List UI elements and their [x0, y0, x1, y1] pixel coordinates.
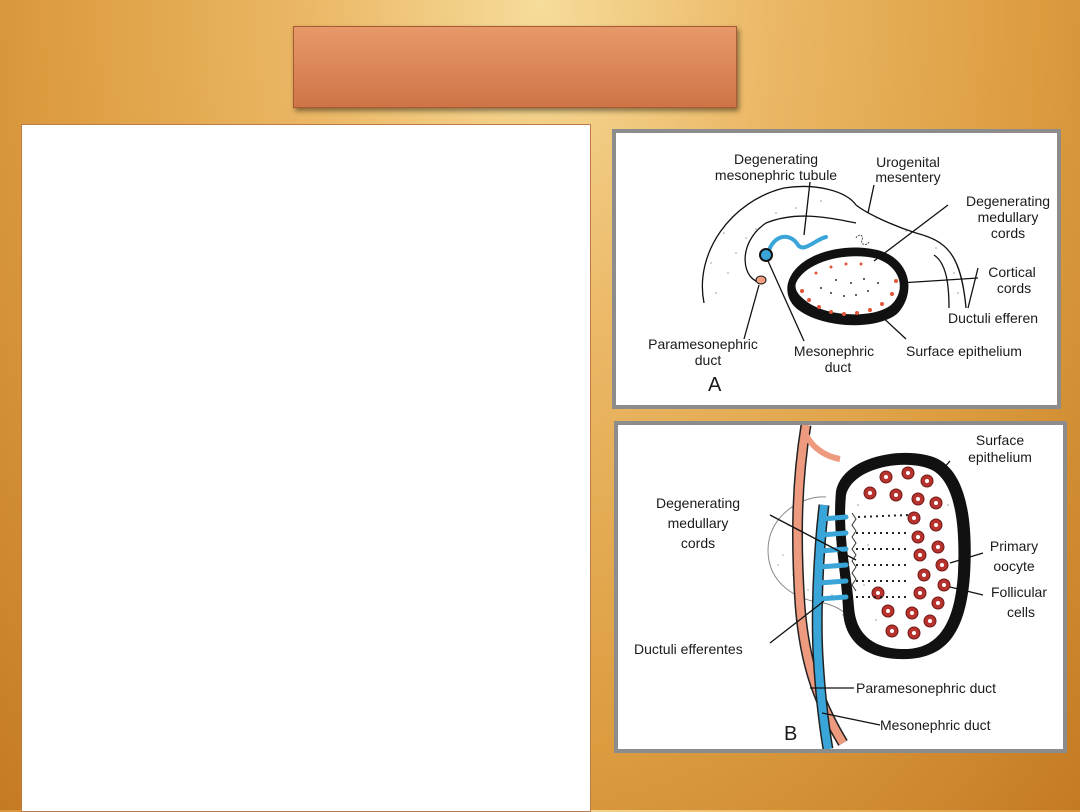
degenerating-mesonephric-tubule — [766, 234, 828, 255]
figure-a-male-gonad: Degenerating mesonephric tubule Urogenit… — [612, 129, 1061, 409]
label-medullary-b-3: cords — [681, 535, 715, 551]
leader-follicular — [949, 586, 984, 596]
label-ductuli-efferen: Ductuli efferen — [948, 310, 1038, 326]
label-medullary-b-2: medullary — [668, 515, 729, 531]
label-follicular-1: Follicular — [991, 584, 1047, 600]
label-paramesonephric-2: duct — [695, 352, 722, 368]
label-degen-medullary-1: Degenerating — [966, 193, 1050, 209]
cortical-cords — [800, 262, 898, 316]
figure-b-diagram: Surface epithelium Degenerating medullar… — [634, 425, 1047, 749]
figure-b-female-gonad: Surface epithelium Degenerating medullar… — [614, 421, 1067, 753]
leader-mesentery — [867, 184, 875, 214]
degenerating-cord-squiggle — [855, 234, 870, 245]
label-paramesonephric-1: Paramesonephric — [648, 336, 758, 352]
label-medullary-b-1: Degenerating — [656, 495, 740, 511]
leader-mesonephric-b — [821, 712, 881, 726]
label-urogenital-2: mesentery — [875, 169, 940, 185]
label-degen-medullary-2: medullary — [978, 209, 1039, 225]
label-surface-b-1: Surface — [976, 432, 1024, 448]
mesentery-outline — [744, 215, 857, 284]
medullary-zigzag — [851, 512, 857, 592]
medullary-cords — [820, 278, 879, 297]
label-mesonephric-duct: Mesonephric duct — [880, 717, 991, 733]
leader-surface-b — [942, 460, 951, 470]
label-mesonephric-2: duct — [825, 359, 852, 375]
leader-medullary-b — [769, 514, 857, 561]
ductuli-efferentes — [816, 514, 849, 602]
label-degen-medullary-3: cords — [991, 225, 1025, 241]
leader-cortical — [899, 277, 979, 284]
testis-interior — [795, 256, 900, 315]
label-cortical-2: cords — [997, 280, 1031, 296]
label-ductuli-efferentes: Ductuli efferentes — [634, 641, 743, 657]
panel-letter-b: B — [784, 723, 797, 745]
label-degenerating-tubule-1: Degenerating — [734, 151, 818, 167]
mesentery-right-inner — [933, 254, 950, 309]
slide-title-box — [293, 26, 737, 108]
mesentery-right-outline — [855, 204, 967, 309]
leader-paramesonephric — [743, 284, 760, 340]
leader-mesonephric — [767, 260, 805, 342]
paramesonephric-duct-section — [755, 275, 767, 285]
leader-medullary — [873, 204, 949, 262]
label-surface-epithelium: Surface epithelium — [906, 343, 1022, 359]
follicular-cells — [868, 471, 946, 635]
label-follicular-2: cells — [1007, 604, 1035, 620]
panel-letter-a: A — [708, 374, 722, 396]
leader-surface — [877, 312, 907, 340]
label-cortical-1: Cortical — [988, 264, 1035, 280]
mesonephric-duct-fill — [813, 504, 832, 749]
label-oocyte-2: oocyte — [993, 558, 1034, 574]
degenerating-medullary-cords — [856, 514, 909, 598]
figure-a-diagram: Degenerating mesonephric tubule Urogenit… — [648, 151, 1050, 396]
mesonephros-outline — [701, 185, 857, 304]
text-panel — [21, 124, 591, 812]
leader-ductuli — [967, 267, 979, 309]
label-oocyte-1: Primary — [990, 538, 1038, 554]
leader-tubule — [803, 181, 811, 236]
leader-ductuli — [769, 600, 825, 644]
label-surface-b-2: epithelium — [968, 449, 1032, 465]
label-urogenital-1: Urogenital — [876, 154, 940, 170]
label-degenerating-tubule-2: mesonephric tubule — [715, 167, 837, 183]
paramesonephric-duct-top — [803, 433, 841, 462]
ovary-interior — [845, 464, 959, 650]
stipple-dots — [710, 200, 959, 294]
label-paramesonephric-duct: Paramesonephric duct — [856, 680, 996, 696]
label-mesonephric-1: Mesonephric — [794, 343, 874, 359]
mesonephric-duct-section — [759, 248, 773, 262]
leader-oocyte — [949, 552, 984, 564]
